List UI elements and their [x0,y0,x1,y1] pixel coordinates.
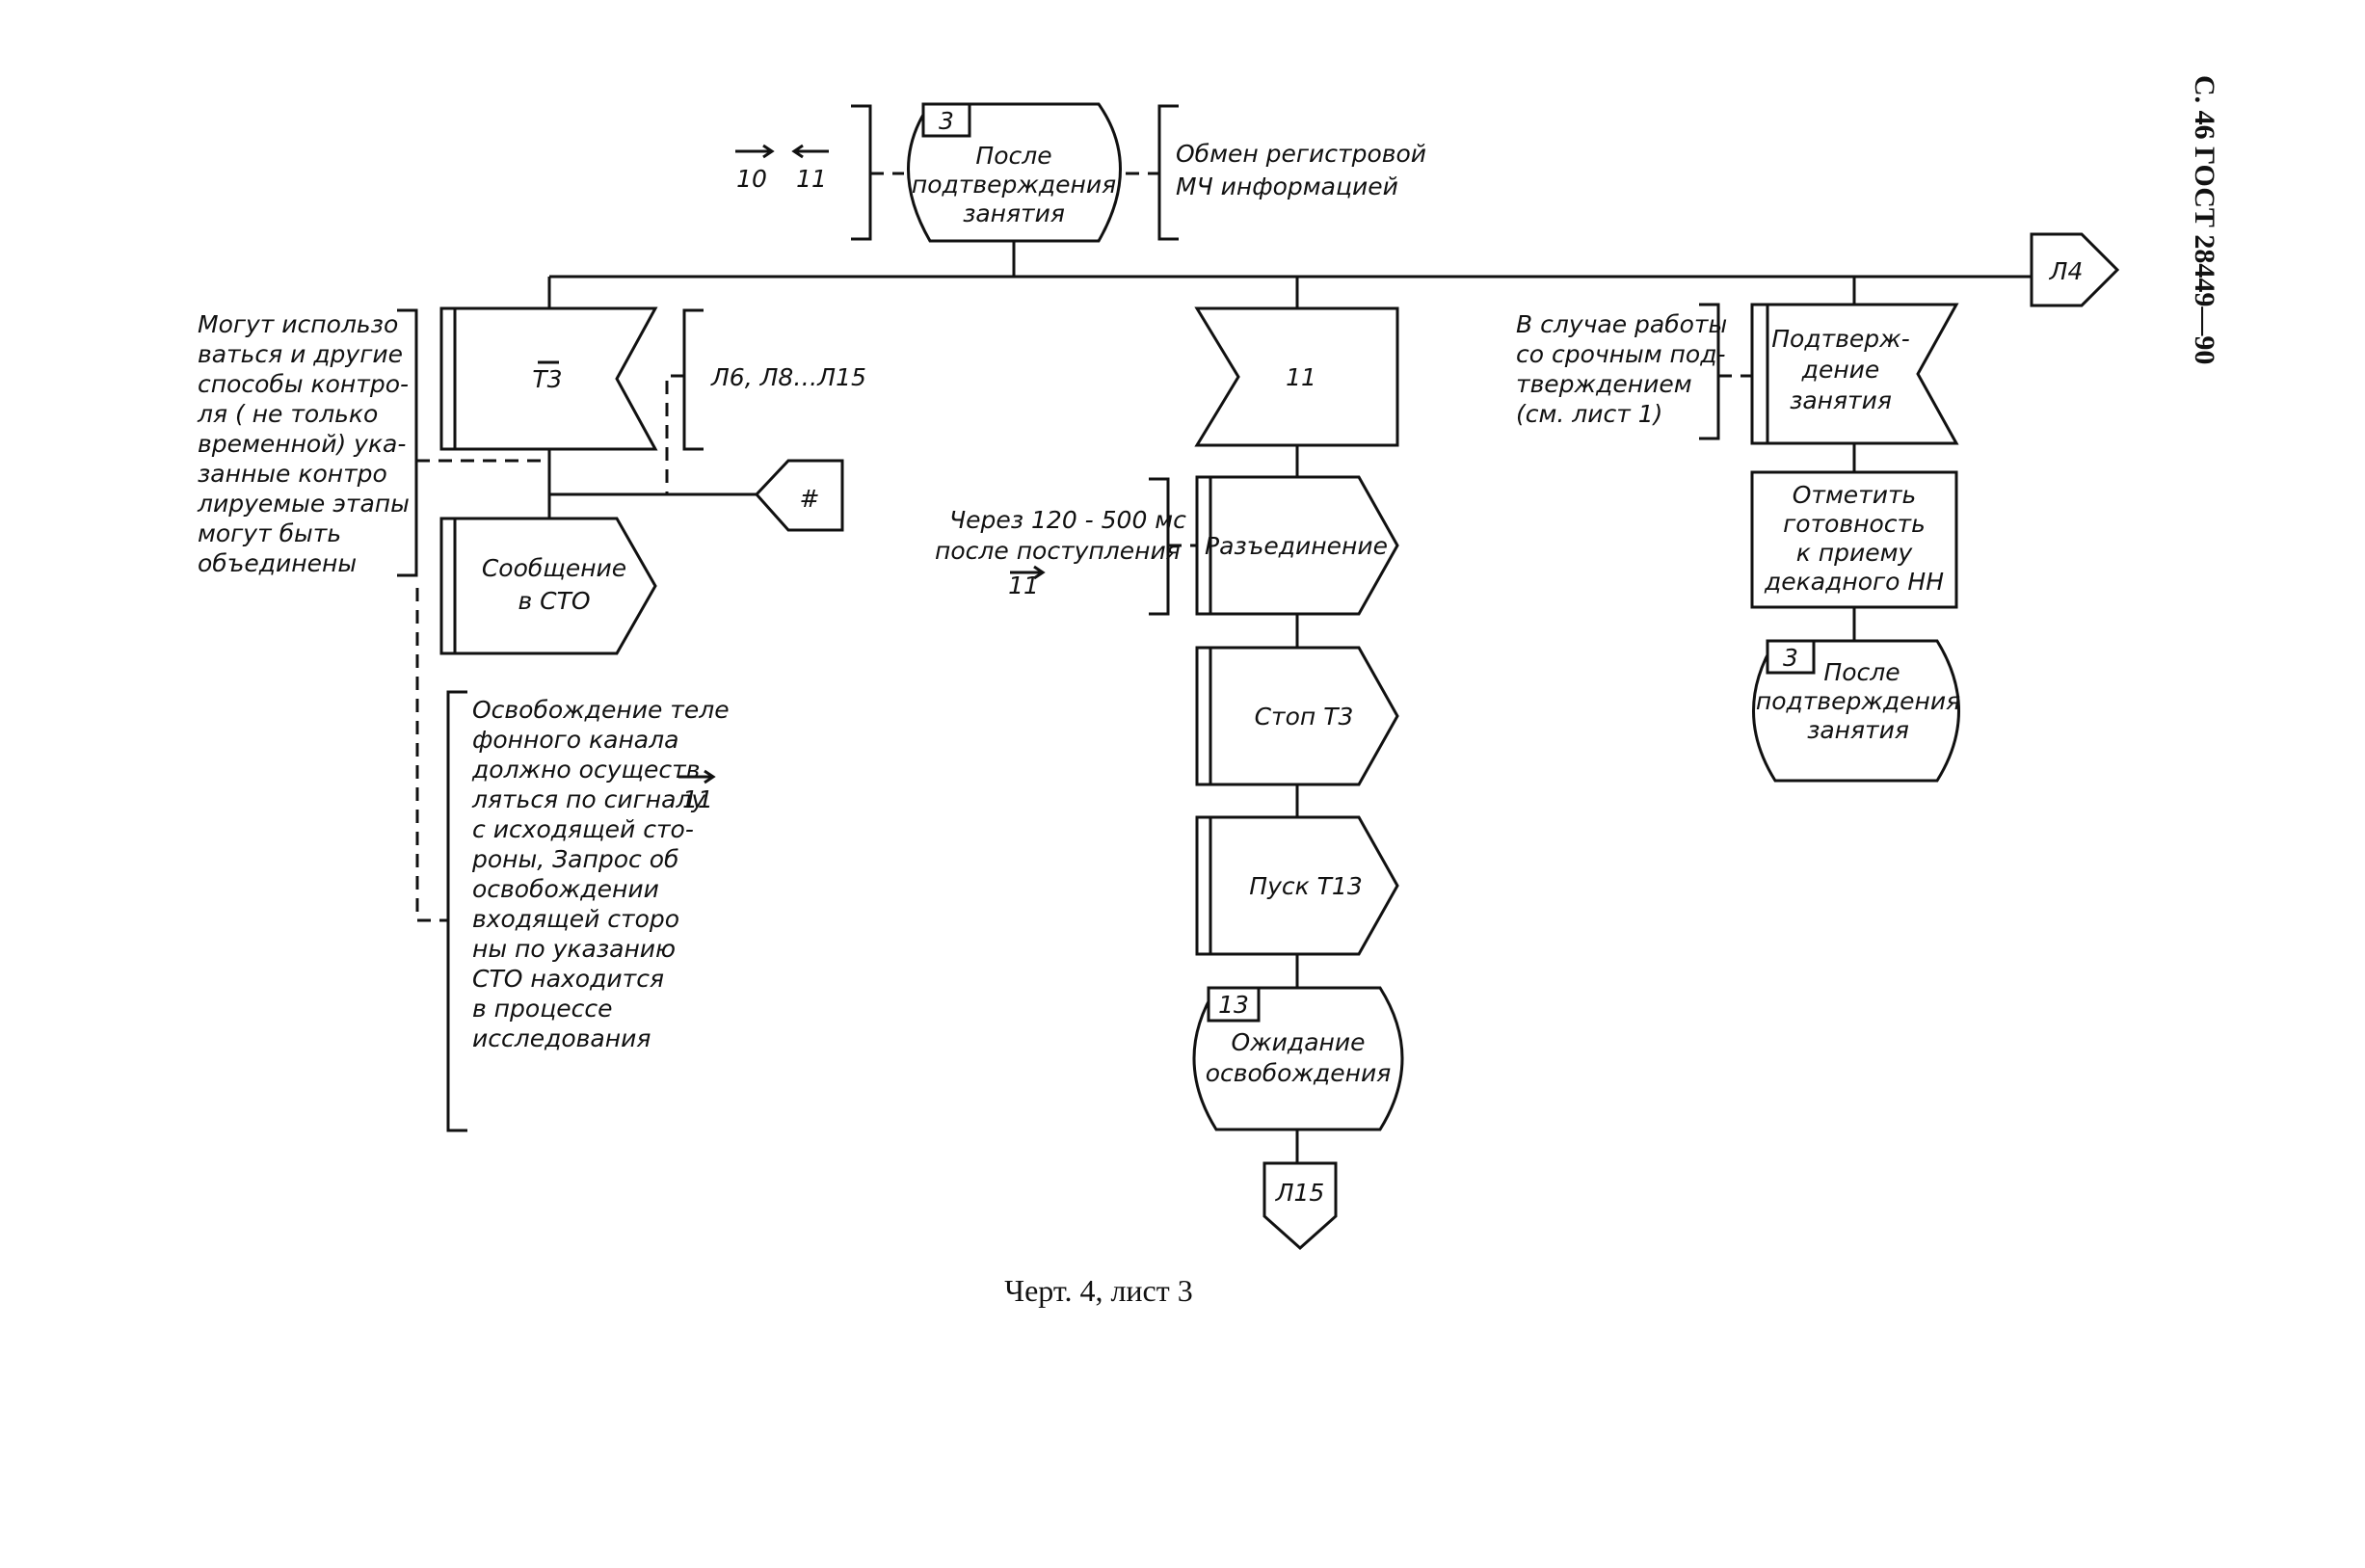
svg-text:Подтверж-: Подтверж- [1771,325,1909,353]
svg-text:входящей сторо: входящей сторо [472,905,679,933]
svg-text:лируемые этапы: лируемые этапы [197,490,410,518]
svg-text:В случае работы: В случае работы [1516,310,1727,338]
svg-text:после поступления: после поступления [935,537,1181,565]
svg-text:тверждением: тверждением [1516,370,1692,398]
right-end-state: 3 После подтверждения занятия [1752,639,1960,783]
svg-text:Освобождение теле: Освобождение теле [472,696,730,724]
svg-text:Л4: Л4 [2049,257,2084,285]
svg-text:подтверждения: подтверждения [1756,687,1960,715]
receive-t3-note: Л6, Л8…Л15 [665,308,866,494]
stop-t3: Стоп Т3 [1195,646,1399,786]
wait-state-number: 13 [1218,991,1249,1019]
signal-11-in: 11 [796,165,827,193]
svg-text:освобождении: освобождении [472,875,659,903]
svg-text:с исходящей сто-: с исходящей сто- [472,815,694,843]
svg-text:Ожидание: Ожидание [1231,1028,1365,1056]
connector-l15: Л15 [1262,1161,1338,1251]
right-end-state-number: 3 [1783,644,1798,672]
svg-text:(см. лист 1): (см. лист 1) [1516,400,1662,428]
connector-l4: Л4 [2030,232,2120,307]
send-message-sto: Сообщение в СТО [439,517,657,655]
mark-ready-task: Отметить готовность к приему декадного Н… [1750,470,1958,609]
timing-note: Через 120 - 500 мс после поступления 11 [935,477,1197,616]
svg-text:готовность: готовность [1783,510,1926,538]
wait-release-state: 13 Ожидание освобождения [1192,986,1404,1131]
svg-text:роны, Запрос об: роны, Запрос об [471,845,678,873]
right-note: В случае работы со срочным под- твержден… [1516,303,1752,440]
svg-text:фонного канала: фонного канала [472,726,678,754]
top-state: 3 После подтверждения занятия [907,102,1122,243]
svg-text:занятия: занятия [1790,386,1892,414]
svg-text:могут быть: могут быть [198,519,341,547]
svg-text:Сообщение: Сообщение [482,554,626,582]
svg-text:занятия: занятия [963,199,1065,227]
hash-connector: # [754,459,844,532]
svg-text:#: # [800,485,820,513]
svg-text:дение: дение [1801,356,1880,384]
start-t13: Пуск Т13 [1195,815,1399,956]
svg-text:в процессе: в процессе [472,995,612,1023]
top-right-note: Обмен регистровой МЧ информацией [1126,104,1426,241]
svg-text:После: После [975,142,1051,170]
send-disconnect: Разъединение [1195,475,1399,616]
svg-text:Л15: Л15 [1275,1179,1325,1207]
svg-text:МЧ информацией: МЧ информацией [1176,173,1398,200]
svg-text:занятия: занятия [1807,716,1909,744]
svg-text:Обмен регистровой: Обмен регистровой [1176,140,1426,168]
svg-text:СТО находится: СТО находится [472,965,664,993]
svg-text:к приему: к приему [1796,539,1914,567]
svg-text:Отметить: Отметить [1793,481,1917,509]
release-signal-11: 11 [682,785,713,813]
svg-text:должно осуществ: должно осуществ [471,756,700,784]
svg-text:ля ( не только: ля ( не только [197,400,378,428]
svg-text:подтверждения: подтверждения [912,171,1116,199]
receive-confirm: Подтверж- дение занятия [1750,303,1959,445]
left-note: Могут использо ваться и другие способы к… [197,308,549,577]
svg-text:11: 11 [1008,571,1039,599]
svg-text:со срочным под-: со срочным под- [1516,340,1726,368]
svg-text:объединены: объединены [198,549,357,577]
svg-text:в СТО: в СТО [518,587,590,615]
svg-text:способы контро-: способы контро- [198,370,409,398]
page-header: С. 46 ГОСТ 28449—90 [2189,75,2220,364]
top-left-signals: 10 11 [735,104,904,241]
svg-text:После: После [1823,658,1900,686]
svg-text:Могут использо: Могут использо [198,310,398,338]
figure-caption: Черт. 4, лист 3 [1004,1273,1192,1308]
svg-text:временной) ука-: временной) ука- [198,430,406,458]
svg-text:ны по указанию: ны по указанию [472,935,676,963]
svg-text:Через 120 - 500 мс: Через 120 - 500 мс [949,506,1186,534]
svg-text:декадного НН: декадного НН [1764,568,1944,596]
receive-t3: Т3 [439,306,658,451]
svg-text:Л6, Л8…Л15: Л6, Л8…Л15 [710,363,866,391]
svg-text:освобождения: освобождения [1206,1059,1392,1087]
svg-text:ляться по сигналу: ляться по сигналу [471,785,706,813]
svg-text:Т3: Т3 [532,365,562,393]
svg-text:Стоп Т3: Стоп Т3 [1255,703,1354,731]
svg-text:Разъединение: Разъединение [1205,532,1388,560]
svg-text:Пуск Т13: Пуск Т13 [1249,872,1362,900]
svg-text:ваться и другие: ваться и другие [198,340,403,368]
svg-text:исследования: исследования [472,1024,651,1052]
signal-10-out: 10 [736,165,767,193]
top-state-number: 3 [939,107,954,135]
svg-text:11: 11 [1286,363,1316,391]
release-note: Освобождение теле фонного канала должно … [415,588,730,1132]
svg-text:занные контро: занные контро [198,460,387,488]
receive-11: 11 [1194,306,1399,447]
